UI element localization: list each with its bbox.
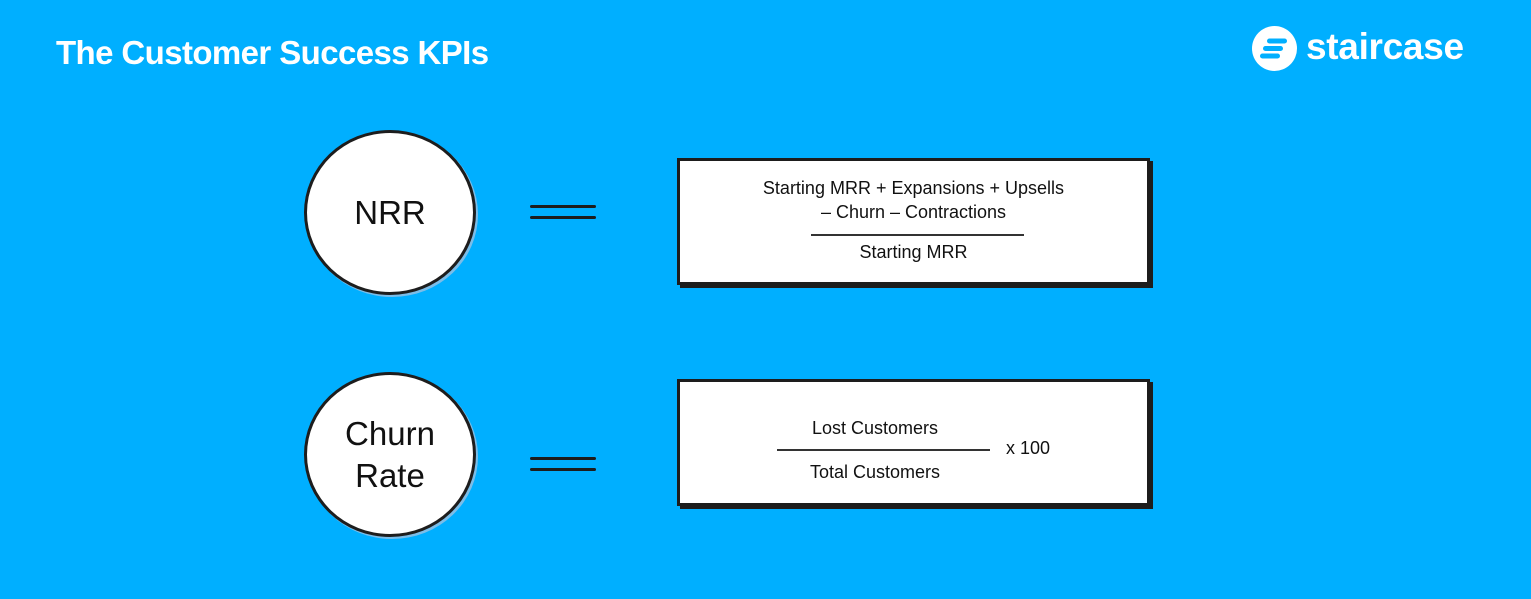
logo-text: staircase	[1306, 26, 1464, 67]
staircase-logo-icon	[1252, 26, 1297, 71]
nrr-formula-box: Starting MRR + Expansions + Upsells – Ch…	[677, 158, 1150, 285]
churn-rate-label-line1: Churn	[345, 415, 435, 453]
nrr-numerator-line1: Starting MRR + Expansions + Upsells	[762, 178, 1065, 198]
nrr-denominator: Starting MRR	[859, 242, 968, 262]
churn-rate-circle: Churn Rate	[304, 372, 476, 537]
page-title: The Customer Success KPIs	[56, 34, 489, 71]
nrr-circle: NRR	[304, 130, 476, 295]
churn-fraction-bar	[777, 449, 990, 451]
nrr-label: NRR	[354, 193, 426, 231]
churn-denominator: Total Customers	[809, 462, 941, 482]
churn-rate-equals-sign	[530, 457, 596, 471]
churn-numerator: Lost Customers	[811, 418, 939, 438]
staircase-logo: staircase	[1252, 26, 1464, 71]
nrr-fraction-bar	[811, 234, 1024, 236]
nrr-numerator-line2: – Churn – Contractions	[820, 202, 1007, 222]
churn-rate-label-line2: Rate	[355, 456, 425, 494]
nrr-equals-sign	[530, 205, 596, 219]
churn-rate-formula-box: Lost Customers Total Customers x 100	[677, 379, 1150, 506]
churn-multiplier: x 100	[1006, 438, 1051, 458]
